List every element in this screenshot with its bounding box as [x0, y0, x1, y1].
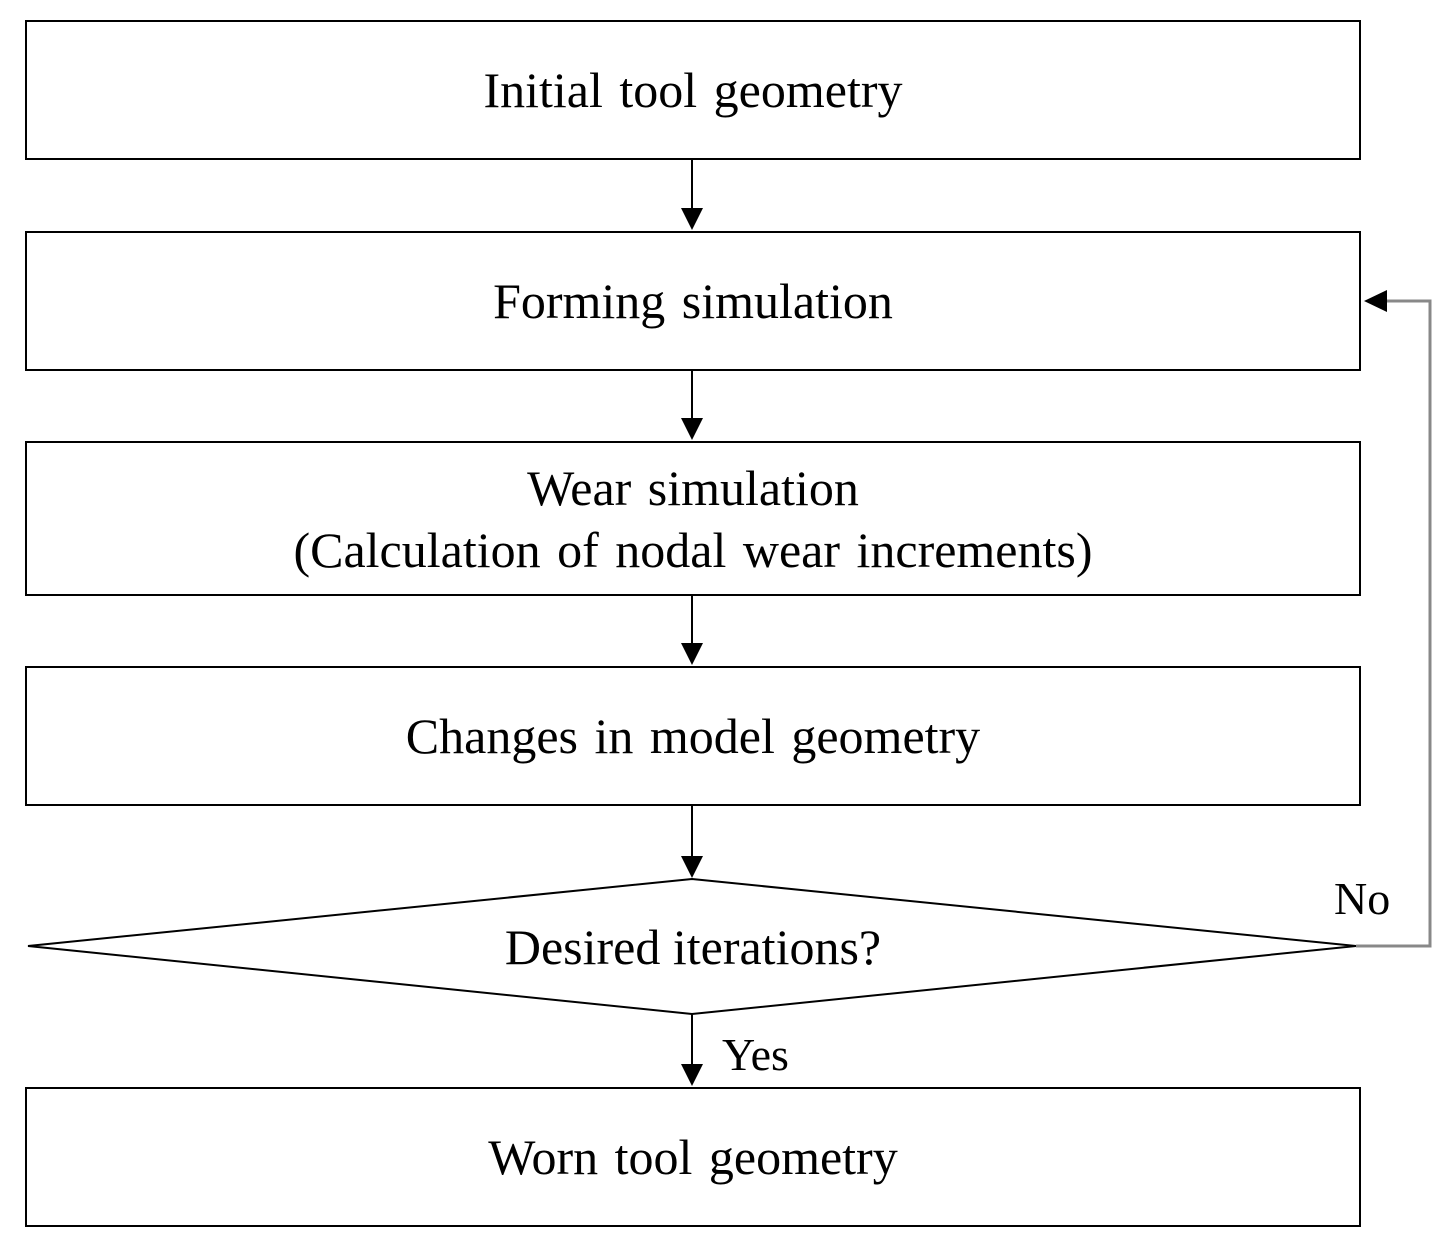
- step-label: Worn tool geometry: [488, 1129, 898, 1185]
- arrow-changes-to-decision: [681, 806, 703, 878]
- decision-label: Desired iterations?: [504, 919, 882, 975]
- step-sublabel: (Calculation of nodal wear increments): [293, 521, 1093, 578]
- step-label: Wear simulation: [527, 459, 859, 516]
- step-label: Changes in model geometry: [405, 708, 981, 764]
- step-forming-simulation: Forming simulation: [25, 231, 1361, 371]
- step-initial-tool-geometry: Initial tool geometry: [25, 20, 1361, 160]
- arrow-initial-to-forming: [681, 160, 703, 230]
- step-label: Forming simulation: [493, 273, 893, 329]
- step-label: Initial tool geometry: [483, 62, 903, 118]
- edge-label-yes: Yes: [722, 1029, 789, 1080]
- step-wear-simulation: Wear simulation (Calculation of nodal we…: [25, 441, 1361, 596]
- arrow-wear-to-changes: [681, 596, 703, 665]
- step-worn-tool-geometry: Worn tool geometry: [25, 1087, 1361, 1227]
- edge-label-no: No: [1334, 873, 1391, 924]
- step-changes-in-model-geometry: Changes in model geometry: [25, 666, 1361, 806]
- arrow-forming-to-wear: [681, 371, 703, 440]
- arrow-decision-to-worn: [681, 1014, 703, 1086]
- arrow-no-loop-back: [1356, 290, 1432, 948]
